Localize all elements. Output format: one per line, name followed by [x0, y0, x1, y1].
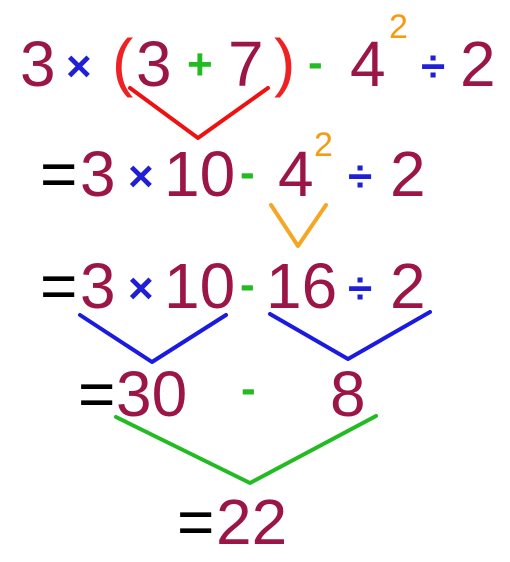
row1-plus-sign: + — [187, 40, 213, 89]
row3-number-16: 16 — [266, 250, 338, 322]
bracket-subtract — [114, 414, 378, 485]
row3-minus-sign: - — [240, 260, 255, 309]
row5-result-22: 22 — [216, 486, 288, 558]
bracket-parentheses — [128, 86, 270, 140]
row4-number-30: 30 — [116, 358, 188, 430]
row2-number-3: 3 — [80, 138, 116, 210]
row5-equals: = — [177, 486, 215, 558]
row1-number-3b: 3 — [136, 28, 172, 100]
row4-equals: = — [78, 358, 116, 430]
row3-multiply-sign: × — [128, 264, 154, 313]
row2-exponent-2: 2 — [314, 126, 333, 164]
row1-number-7: 7 — [228, 28, 264, 100]
row1-multiply-sign: × — [66, 42, 92, 91]
row2-equals: = — [40, 138, 78, 210]
row3-number-10: 10 — [164, 250, 236, 322]
row3-number-3: 3 — [80, 250, 116, 322]
row3-divide-sign: ÷ — [348, 264, 373, 313]
row1-number-3: 3 — [20, 28, 56, 100]
row3-number-2: 2 — [390, 250, 426, 322]
row2-number-2: 2 — [390, 138, 426, 210]
bracket-exponent — [269, 203, 328, 248]
bracket-multiply — [78, 313, 228, 364]
row1-right-paren: ) — [274, 26, 296, 98]
row2-divide-sign: ÷ — [348, 152, 373, 201]
row2-multiply-sign: × — [128, 152, 154, 201]
row1-exponent-2: 2 — [389, 8, 408, 46]
row2-number-10: 10 — [164, 138, 236, 210]
row1-number-4: 4 — [350, 28, 386, 100]
row1-minus-sign: - — [308, 38, 323, 87]
row3-equals: = — [40, 250, 78, 322]
row2-number-4: 4 — [278, 138, 314, 210]
row1-number-2: 2 — [460, 28, 496, 100]
bracket-divide — [268, 310, 432, 361]
row4-minus-sign: - — [241, 364, 256, 413]
row4-number-8: 8 — [330, 358, 366, 430]
row1-divide-sign: ÷ — [421, 42, 446, 91]
row1-left-paren: ( — [112, 26, 134, 98]
row2-minus-sign: - — [240, 148, 255, 197]
